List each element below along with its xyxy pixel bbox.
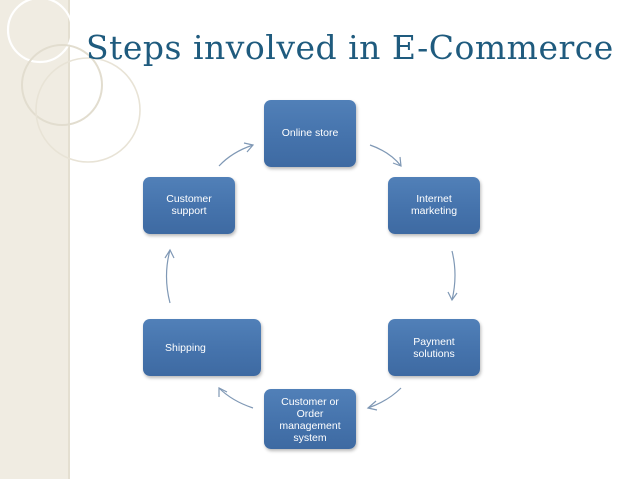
slide-title: Steps involved in E-Commerce [86, 28, 614, 67]
node-customer-support-label: Customer support [166, 193, 212, 217]
arrow-order-to-shipping [218, 387, 254, 409]
deco-circle-large [35, 57, 141, 163]
left-band-divider [68, 0, 70, 479]
node-payment-solutions: Payment solutions [388, 319, 480, 376]
node-shipping: Shipping [143, 319, 261, 376]
deco-circle-mid [21, 44, 103, 126]
node-online-store: Online store [264, 100, 356, 167]
deco-circle-top [6, 0, 74, 64]
arrow-marketing-to-payment [447, 250, 458, 302]
node-internet-marketing: Internet marketing [388, 177, 480, 234]
decorative-circles [6, 0, 141, 163]
node-online-store-label: Online store [281, 127, 339, 139]
arrow-online-to-marketing [369, 144, 402, 167]
node-payment-solutions-label: Payment solutions [413, 336, 455, 360]
arrow-support-to-online [218, 142, 255, 167]
node-customer-support: Customer support [143, 177, 235, 234]
node-shipping-label: Shipping [165, 341, 206, 354]
node-order-management: Customer or Order management system [264, 389, 356, 449]
node-order-management-label: Customer or Order management system [279, 396, 341, 444]
arrow-shipping-to-support [164, 248, 175, 304]
node-internet-marketing-label: Internet marketing [410, 193, 458, 217]
left-decorative-band [0, 0, 68, 479]
arrow-payment-to-order [366, 387, 402, 411]
